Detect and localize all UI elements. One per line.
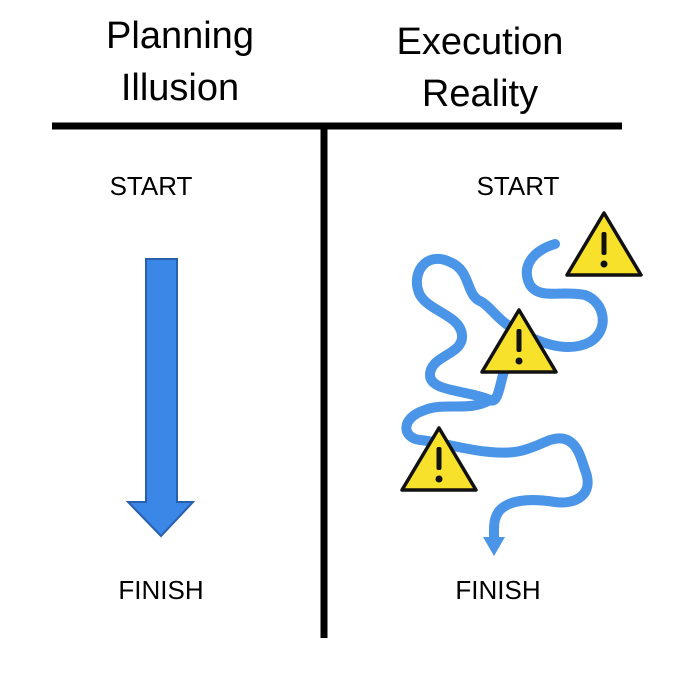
warning-icon (565, 211, 643, 277)
planning-start-label: START (109, 171, 193, 201)
planning-illusion-heading: Planning Illusion (60, 10, 300, 114)
heading-line: Execution (396, 21, 564, 63)
execution-reality-heading: Execution Reality (350, 16, 610, 120)
heading-line: Reality (421, 73, 539, 115)
winding-path-arrowhead (483, 537, 505, 556)
planning-finish-label: FINISH (118, 575, 204, 605)
warning-icon (480, 308, 558, 374)
heading-line: Illusion (120, 67, 240, 109)
winding-path-lower (401, 395, 593, 543)
straight-down-arrow (125, 258, 196, 538)
reality-start-label: START (476, 171, 560, 201)
winding-path (411, 239, 608, 406)
warning-icon (400, 426, 478, 492)
heading-line: Planning (106, 15, 254, 57)
reality-finish-label: FINISH (455, 575, 541, 605)
